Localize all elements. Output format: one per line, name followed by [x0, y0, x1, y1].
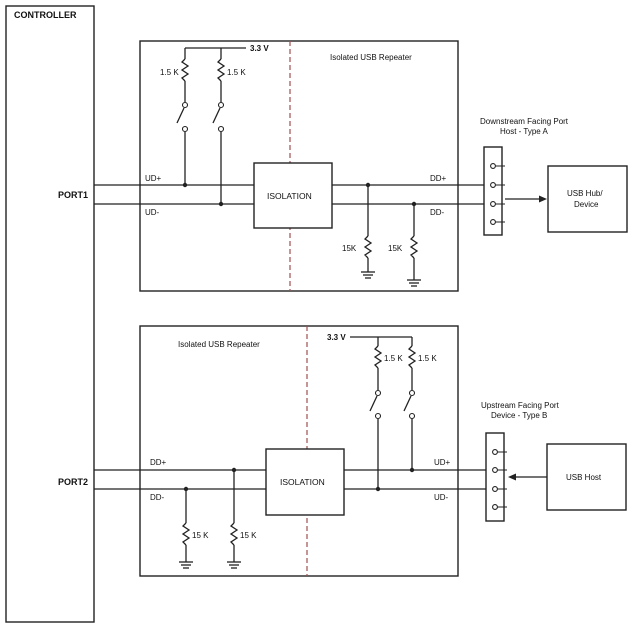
- connector-pin: [492, 467, 498, 473]
- dd-plus-label-bottom: DD+: [150, 458, 167, 467]
- pullup-label-top-left: 1.5 K: [160, 68, 179, 77]
- arrowhead-from-host: [508, 473, 516, 481]
- upstream-port-line1: Upstream Facing Port: [481, 401, 560, 410]
- ud-minus-label-bottom: UD-: [434, 493, 449, 502]
- repeater-bottom-title: Isolated USB Repeater: [178, 340, 260, 349]
- resistor-15k-bottom-left: [181, 522, 191, 546]
- upstream-connector: [485, 432, 505, 522]
- isolation-label-bottom: ISOLATION: [280, 477, 325, 487]
- usb-host-box: [546, 443, 627, 511]
- controller-block: [5, 5, 95, 623]
- resistor-1k5-top-right: [216, 58, 226, 82]
- usb-hub-line2: Device: [574, 200, 599, 209]
- pulldown-label-bottom-right: 15 K: [240, 531, 257, 540]
- switch-contact: [217, 125, 225, 133]
- junction: [375, 486, 381, 492]
- downstream-port-line1: Downstream Facing Port: [480, 117, 569, 126]
- controller-label: CONTROLLER: [14, 10, 77, 20]
- switch-contact: [181, 125, 189, 133]
- switch-bottom-left: [369, 395, 378, 412]
- pulldown-label-bottom-left: 15 K: [192, 531, 209, 540]
- switch-contact: [374, 412, 382, 420]
- ud-plus-label-bottom: UD+: [434, 458, 451, 467]
- ud-plus-label-top: UD+: [145, 174, 162, 183]
- resistor-15k-bottom-right: [229, 522, 239, 546]
- dd-plus-label-top: DD+: [430, 174, 447, 183]
- pullup-label-top-right: 1.5 K: [227, 68, 246, 77]
- connector-pin: [490, 201, 496, 207]
- pullup-label-bottom-right: 1.5 K: [418, 354, 437, 363]
- connector-pin: [490, 182, 496, 188]
- pullup-label-bottom-left: 1.5 K: [384, 354, 403, 363]
- isolation-block-bottom: [265, 448, 345, 516]
- port2-label: PORT2: [58, 477, 88, 487]
- downstream-port-line2: Host - Type A: [500, 127, 549, 136]
- ud-minus-label-top: UD-: [145, 208, 160, 217]
- supply-label-top: 3.3 V: [250, 44, 269, 53]
- junction: [218, 201, 224, 207]
- isolation-block-top: [253, 162, 333, 229]
- dd-minus-label-top: DD-: [430, 208, 445, 217]
- usb-hub-box: [547, 165, 628, 233]
- switch-top-right: [212, 107, 221, 124]
- resistor-1k5-bottom-left: [373, 345, 383, 369]
- resistor-15k-top-right: [409, 235, 419, 259]
- arrowhead-to-hub: [539, 195, 547, 203]
- connector-pin: [490, 219, 496, 225]
- junction: [182, 182, 188, 188]
- connector-pin: [492, 449, 498, 455]
- switch-contact: [217, 101, 225, 109]
- usb-host-label: USB Host: [566, 473, 602, 482]
- connector-pin: [492, 504, 498, 510]
- switch-contact: [374, 389, 382, 397]
- port1-label: PORT1: [58, 190, 88, 200]
- pulldown-label-top-right: 15K: [388, 244, 403, 253]
- connector-pin: [490, 163, 496, 169]
- isolation-label-top: ISOLATION: [267, 191, 312, 201]
- resistor-1k5-top-left: [180, 58, 190, 82]
- downstream-connector: [483, 146, 503, 236]
- switch-top-left: [176, 107, 185, 124]
- resistor-1k5-bottom-right: [407, 345, 417, 369]
- dd-minus-label-bottom: DD-: [150, 493, 165, 502]
- upstream-port-line2: Device - Type B: [491, 411, 547, 420]
- pulldown-label-top-left: 15K: [342, 244, 357, 253]
- resistor-15k-top-left: [363, 235, 373, 259]
- usb-hub-line1: USB Hub/: [567, 189, 603, 198]
- switch-bottom-right: [403, 395, 412, 412]
- supply-label-bottom: 3.3 V: [327, 333, 346, 342]
- junction: [409, 467, 415, 473]
- switch-contact: [408, 389, 416, 397]
- connector-pin: [492, 486, 498, 492]
- switch-contact: [181, 101, 189, 109]
- repeater-top-title: Isolated USB Repeater: [330, 53, 412, 62]
- switch-contact: [408, 412, 416, 420]
